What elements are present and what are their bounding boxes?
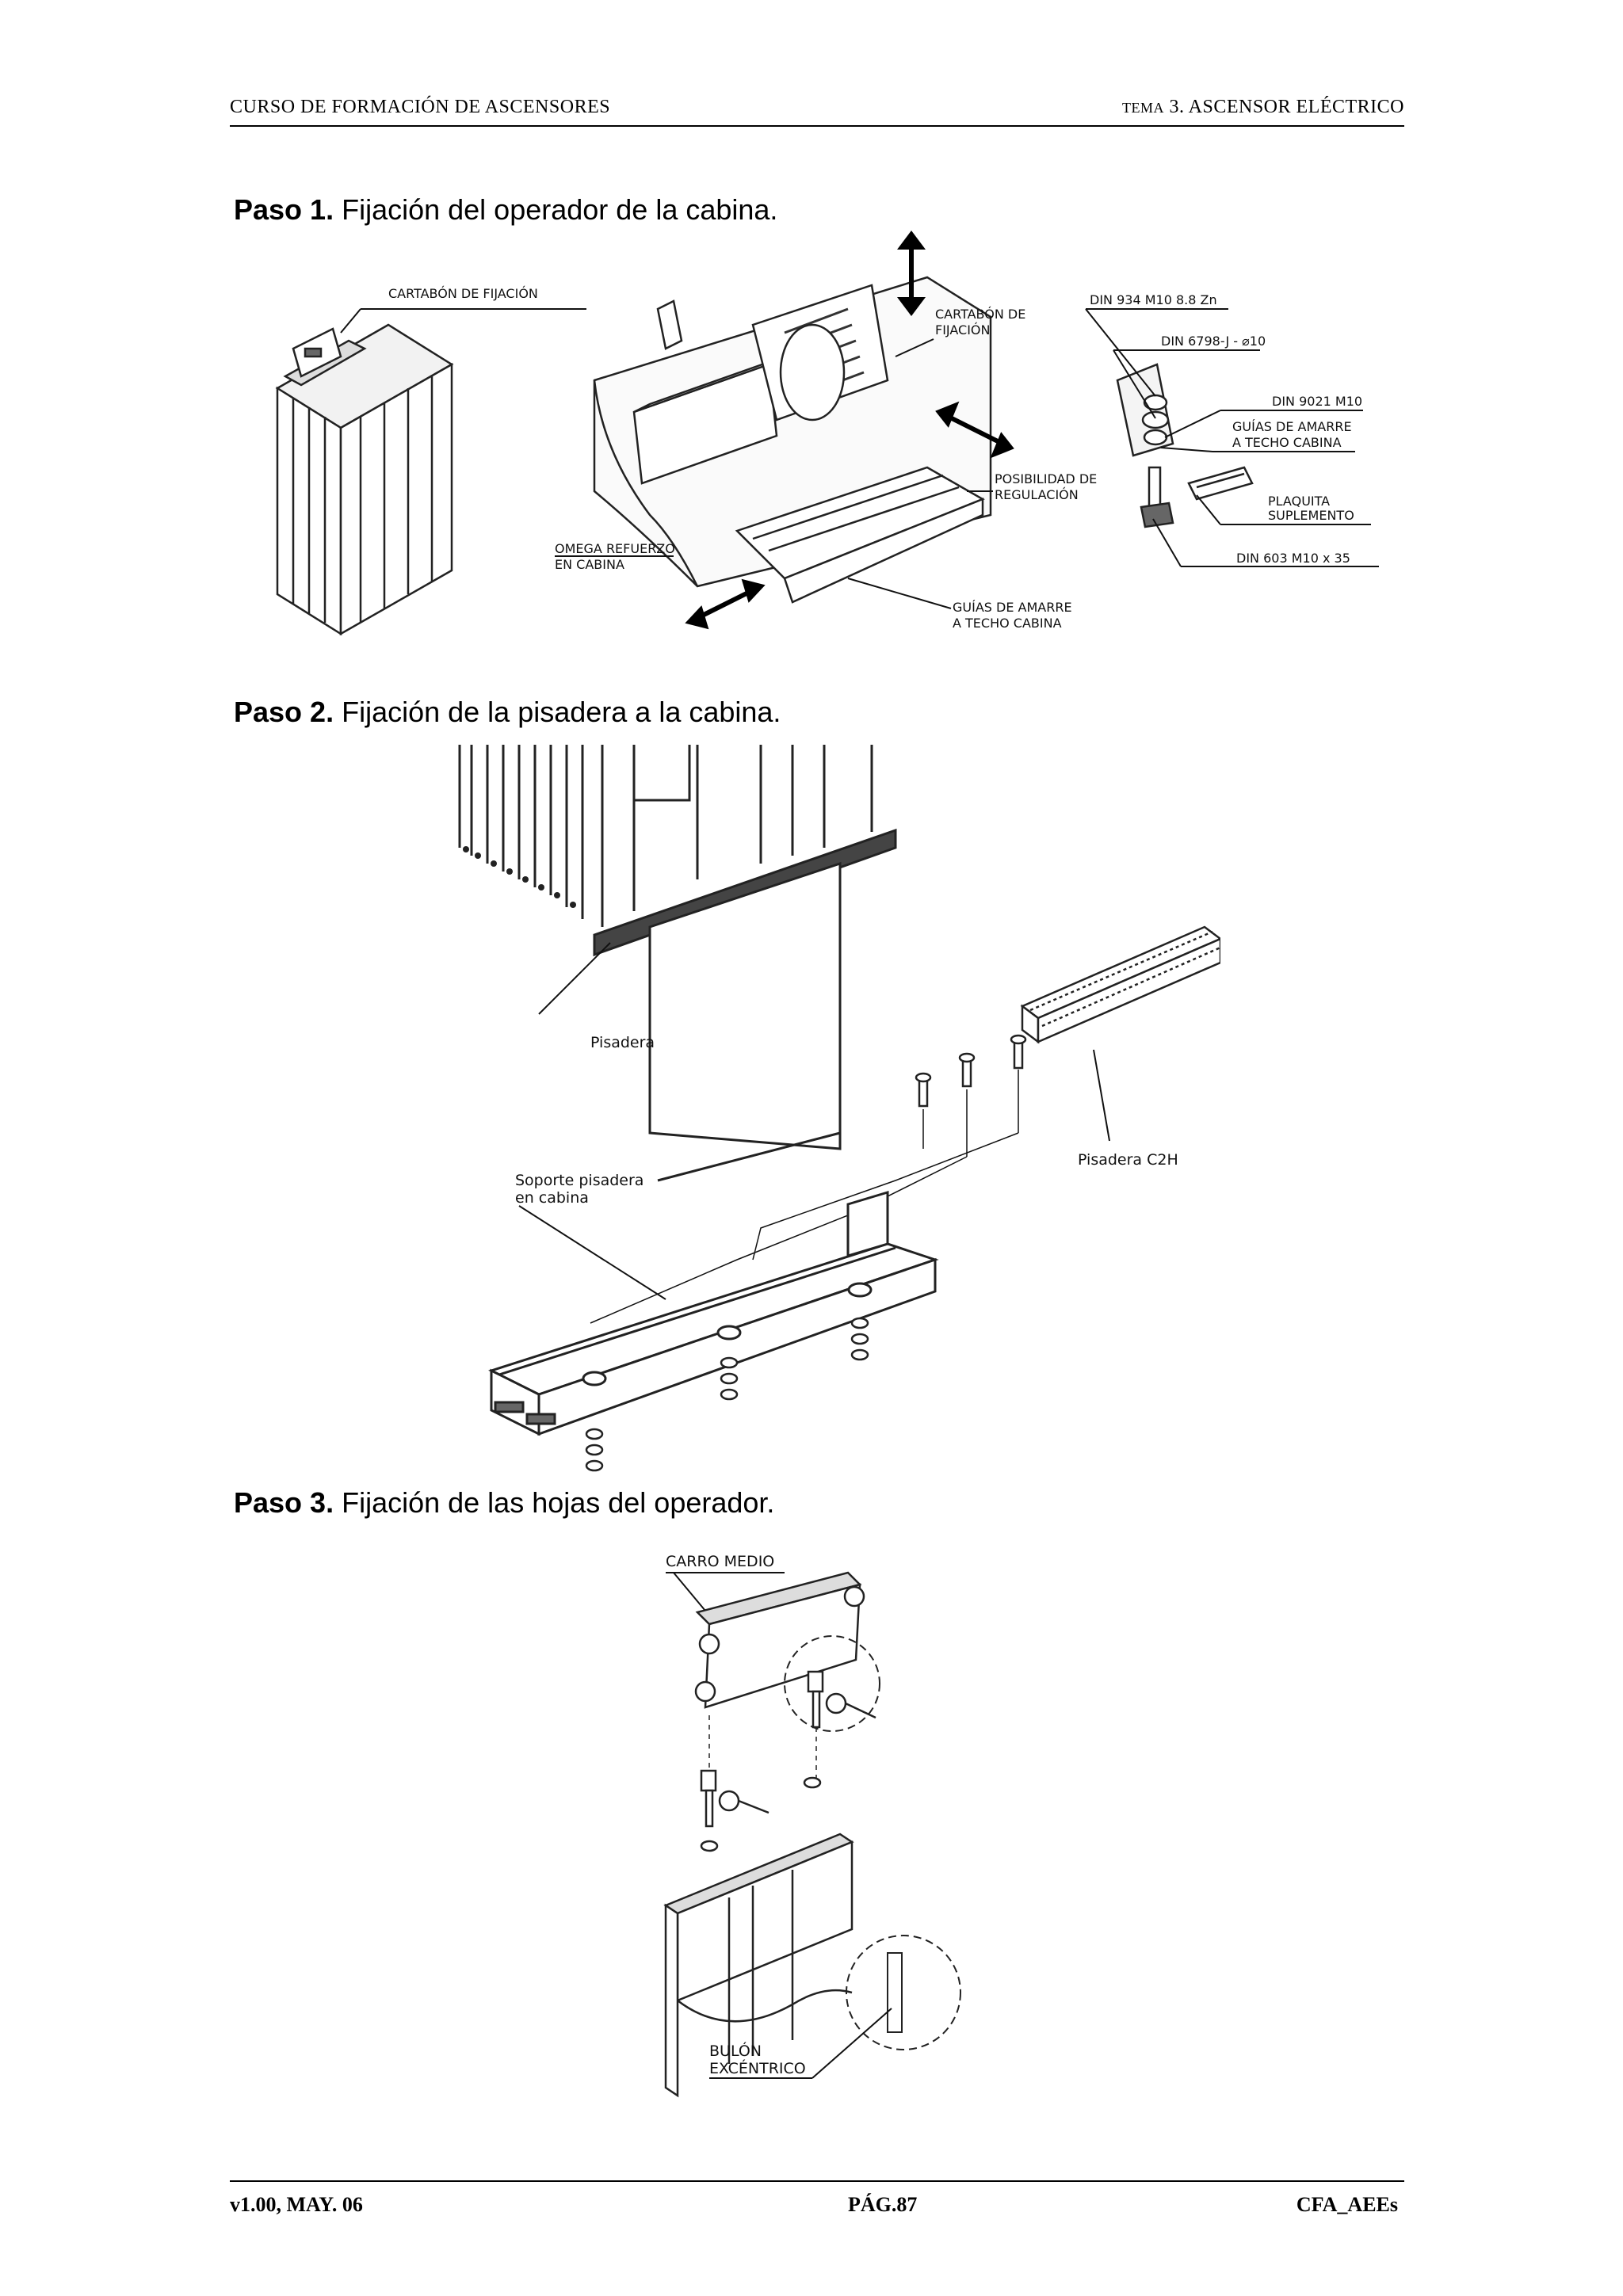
label-din9021: DIN 9021 M10	[1272, 394, 1362, 409]
label-omega-en-cabina: EN CABINA	[555, 557, 624, 572]
step-1-text: Fijación del operador de la cabina.	[334, 193, 778, 226]
label-din603: DIN 603 M10 x 35	[1236, 551, 1350, 566]
label-guias-amarre: GUÍAS DE AMARRE	[953, 600, 1072, 615]
label-excentrico: EXCÉNTRICO	[709, 2059, 806, 2077]
header-course-title: CURSO DE FORMACIÓN DE ASCENSORES	[230, 97, 611, 117]
step-2-text: Fijación de la pisadera a la cabina.	[334, 696, 781, 728]
operator-assembly-drawing	[593, 276, 992, 604]
label-guias-techo: A TECHO CABINA	[953, 616, 1062, 631]
header-topic: TEMA 3. ASCENSOR ELÉCTRICO	[1122, 97, 1404, 118]
label-bulon: BULÓN	[709, 2041, 762, 2060]
label-suplemento: SUPLEMENTO	[1268, 508, 1354, 523]
label-plaquita: PLAQUITA	[1268, 494, 1330, 509]
step-2-heading: Paso 2. Fijación de la pisadera a la cab…	[234, 696, 781, 729]
footer-page-number: PÁG.87	[848, 2193, 918, 2216]
figure-step-2-drawing: Pisadera Pisadera C2H	[458, 745, 1220, 1472]
door-panel-drawing	[663, 1833, 854, 2098]
figure-step-2: Pisadera Pisadera C2H	[428, 737, 1220, 1482]
label-cartabon-de: CARTABÓN DE	[935, 307, 1025, 322]
label-pisadera-c2h: Pisadera C2H	[1078, 1151, 1178, 1169]
soporte-pisadera-drawing	[488, 1190, 939, 1436]
step-2-label: Paso 2.	[234, 696, 334, 728]
cabin-panels-drawing	[458, 745, 897, 1182]
label-guias-techo-detail: A TECHO CABINA	[1232, 435, 1342, 450]
header-topic-title: 3. ASCENSOR ELÉCTRICO	[1169, 97, 1404, 117]
step-3-heading: Paso 3. Fijación de las hojas del operad…	[234, 1486, 774, 1520]
adjustment-arrows	[685, 231, 1014, 630]
page-footer: v1.00, MAY. 06 PÁG.87 CFA_AEEs	[230, 2180, 1404, 2229]
step-3-label: Paso 3.	[234, 1486, 334, 1519]
label-fijacion: FIJACIÓN	[935, 322, 990, 338]
label-cartabon-fijacion: CARTABÓN DE FIJACIÓN	[388, 286, 538, 301]
label-soporte-pisadera: Soporte pisadera	[515, 1172, 643, 1189]
step-1-heading: Paso 1. Fijación del operador de la cabi…	[234, 193, 777, 227]
label-regulacion: REGULACIÓN	[995, 487, 1079, 502]
figure-step-1-drawing: CARTABÓN DE FIJACIÓN CARTABÓN D	[275, 231, 1379, 636]
pisadera-c2h-drawing	[1020, 925, 1220, 1044]
cabin-box-drawing	[275, 323, 454, 636]
step-1-label: Paso 1.	[234, 193, 334, 226]
page-header: CURSO DE FORMACIÓN DE ASCENSORES TEMA 3.…	[230, 93, 1404, 127]
label-pisadera: Pisadera	[590, 1034, 655, 1051]
fastener-detail-drawing	[1116, 363, 1254, 528]
label-omega-refuerzo: OMEGA REFUERZO	[555, 541, 675, 556]
header-topic-prefix: TEMA	[1121, 100, 1164, 116]
footer-version: v1.00, MAY. 06	[230, 2193, 363, 2216]
screws-drawing	[915, 1034, 1027, 1108]
label-carro-medio: CARRO MEDIO	[666, 1553, 774, 1570]
label-posibilidad: POSIBILIDAD DE	[995, 471, 1097, 486]
label-guias-amarre-detail: GUÍAS DE AMARRE	[1232, 419, 1352, 434]
label-din934: DIN 934 M10 8.8 Zn	[1090, 292, 1217, 307]
carro-medio-drawing	[694, 1571, 865, 1709]
label-en-cabina: en cabina	[515, 1189, 589, 1207]
footer-document-code: CFA_AEEs	[1296, 2193, 1398, 2216]
figure-step-3: CARRO MEDIO BULÓN EXCÉNTRICO	[650, 1549, 983, 2103]
step-3-text: Fijación de las hojas del operador.	[334, 1486, 775, 1519]
figure-step-3-drawing: CARRO MEDIO BULÓN EXCÉNTRICO	[663, 1553, 961, 2098]
label-din6798: DIN 6798-J - ⌀10	[1161, 334, 1266, 349]
pivot-bolts-drawing	[700, 1670, 876, 1852]
figure-step-1: CARTABÓN DE FIJACIÓN CARTABÓN D	[230, 230, 1419, 658]
